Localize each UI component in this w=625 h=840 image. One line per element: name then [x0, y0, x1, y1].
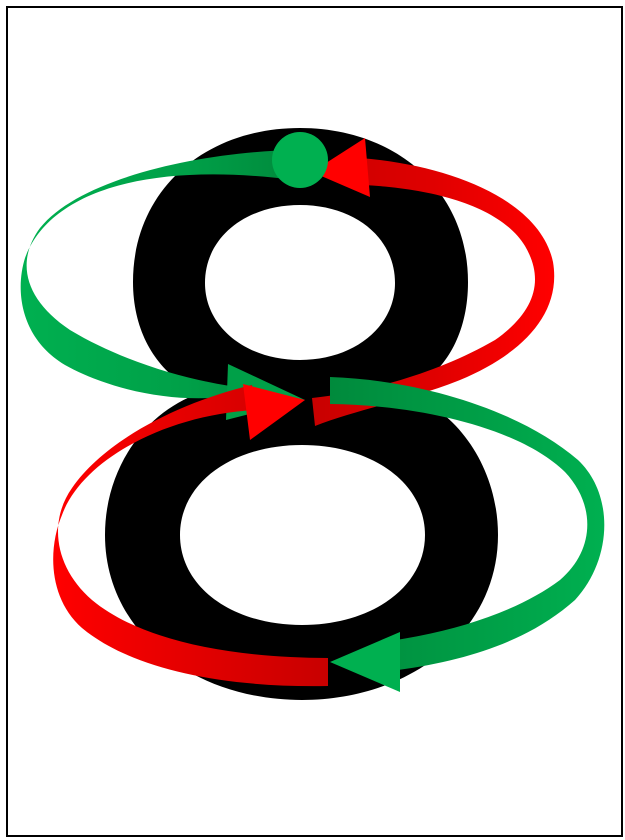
- start-dot: [272, 132, 328, 188]
